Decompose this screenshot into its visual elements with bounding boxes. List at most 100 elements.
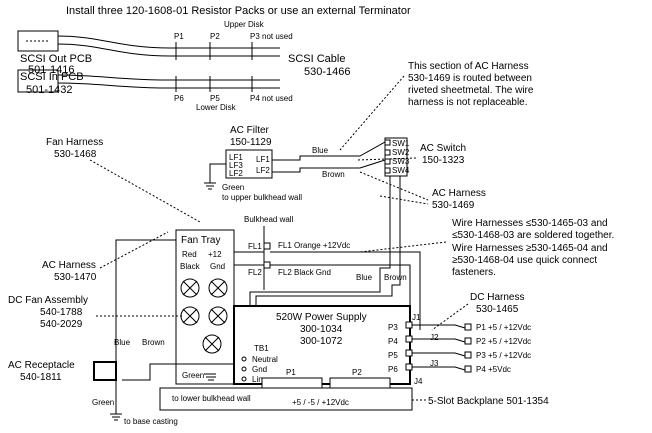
psu-p3: P3: [388, 323, 398, 332]
fl2-wire-label: FL2 Black Gnd: [278, 268, 331, 277]
ac-switch-leader: [357, 157, 417, 161]
psu-gnd: Gnd: [252, 365, 267, 374]
receptacle-green: Green: [92, 398, 114, 407]
dc-j1: J1: [412, 313, 421, 322]
psu-number-2: 300-1072: [300, 336, 343, 347]
ac-harness-1469-title: AC Harness: [432, 188, 486, 199]
ac-switch-sw4: SW4: [392, 166, 410, 175]
psu-connector-p4: [405, 335, 413, 343]
backplane-connector-p1: [261, 377, 323, 389]
filter-switch-brown-wire: [272, 159, 386, 173]
bulkhead-wall-label: Bulkhead wall: [244, 215, 294, 224]
fan-tray-red: Red: [182, 250, 197, 259]
ac-switch-box: [384, 137, 408, 177]
psu-title: 520W Power Supply: [276, 312, 367, 323]
ac-switch-terminal-4: [384, 167, 391, 174]
scsi-in-pcb-box: [17, 69, 59, 93]
ac-filter-lf1: LF1: [229, 153, 243, 162]
fan-icon-4: [208, 306, 228, 326]
psu-number-1: 300-1034: [300, 324, 343, 335]
scsi-cable-label: SCSI Cable: [288, 53, 345, 65]
scsi-in-pcb-number: 501-1432: [26, 84, 73, 96]
psu-connector-p6: [405, 363, 413, 371]
dc-j4: J4: [414, 377, 423, 386]
dc-output-4: P4 +5Vdc: [476, 365, 511, 374]
ac-switch-title: AC Switch: [420, 143, 466, 154]
backplane-p1-label: P1: [286, 368, 296, 377]
dc-wire-2: [412, 338, 466, 343]
fan-harness-title: Fan Harness: [46, 137, 103, 148]
psu-neutral: Neutral: [252, 355, 278, 364]
fl1-wire-label: FL1 Orange +12Vdc: [278, 241, 350, 250]
psu-p5: P5: [388, 351, 398, 360]
fl2-left-label: FL2: [248, 268, 262, 277]
ac-switch-terminal-2: [384, 149, 391, 156]
dc-j3: J3: [430, 359, 439, 368]
scsi-out-pcb-label: SCSI Out PCB: [20, 53, 92, 65]
fan-tray-gnd: Gnd: [210, 262, 225, 271]
psu-wire-brown-label: Brown: [384, 273, 407, 282]
receptacle-brown-wire: [122, 363, 246, 381]
scsi-p3-label: P3 not used: [250, 32, 293, 41]
ac-harness-note-4: harness is not replaceable.: [408, 97, 528, 108]
scsi-cable-number: 530-1466: [304, 66, 351, 78]
scsi-p6-label: P6: [174, 94, 184, 103]
ac-switch-terminal-3: [384, 158, 391, 165]
receptacle-brown-label: Brown: [142, 338, 165, 347]
switch-psu-blue-wire: [249, 176, 391, 355]
ac-switch-sw1: SW1: [392, 139, 410, 148]
dc-out-connector-3: [464, 351, 472, 359]
dc-output-1: P1 +5 / +12Vdc: [476, 323, 531, 332]
dc-fan-title: DC Fan Assembly: [8, 295, 88, 306]
wire-note-2: ≤530-1468-03 are soldered together.: [452, 230, 614, 241]
backplane-p2-label: P2: [352, 368, 362, 377]
wire-note-5: fasteners.: [452, 267, 496, 278]
power-supply-box: [233, 305, 411, 385]
wire-note-3: Wire Harnesses ≥530-1465-04 and: [452, 243, 608, 254]
scsi-p1-label: P1: [174, 32, 184, 41]
fan-tray-plus12: +12: [208, 250, 222, 259]
dc-output-3: P3 +5 / +12Vdc: [476, 351, 531, 360]
fl1-left-label: FL1: [248, 242, 262, 251]
dc-out-connector-1: [464, 323, 472, 331]
fan-harness-number: 530-1468: [54, 149, 97, 160]
backplane-wall-label: to lower bulkhead wall: [172, 394, 251, 403]
scsi-in-pcb-label: SCSI In PCB: [20, 71, 84, 83]
upper-disk-label: Upper Disk: [224, 20, 265, 29]
fan-tray-green: Green: [182, 371, 204, 380]
filter-switch-blue-wire: [272, 141, 386, 161]
ac-filter-lf3: LF3: [229, 161, 243, 170]
wire-note-4: ≥530-1468-04 use quick connect: [452, 255, 597, 266]
ac-filter-ground-wire: [209, 163, 226, 183]
scsi-p4-label: P4 not used: [250, 94, 293, 103]
fan-tray-black: Black: [180, 262, 201, 271]
psu-wire-blue-label: Blue: [356, 273, 373, 282]
ac-switch-number: 150-1323: [422, 155, 465, 166]
receptacle-ground-dest: to base casting: [124, 417, 178, 426]
scsi-cable-lower-1: [57, 74, 280, 81]
ac-receptacle-number: 540-1811: [20, 372, 62, 383]
dc-fan-number-2: 540-2029: [40, 319, 83, 330]
dc-harness-leader: [431, 303, 469, 331]
ac-harness-1470-leader: [99, 231, 169, 269]
ac-harness-1470-number: 530-1470: [54, 272, 97, 283]
scsi-p2-label: P2: [210, 32, 220, 41]
ac-harness-note-3: riveted sheetmetal. The wire: [408, 85, 534, 96]
ac-filter-number: 150-1129: [230, 137, 272, 148]
lower-disk-label: Lower Disk: [196, 103, 237, 112]
scsi-p5-label: P5: [210, 94, 220, 103]
ac-filter-green: Green: [222, 183, 244, 192]
ac-harness-1469-number: 530-1469: [432, 200, 475, 211]
fl1-terminal: [263, 242, 271, 250]
dc-wire-3: [412, 352, 466, 357]
fl2-terminal: [263, 261, 271, 269]
ac-filter-lf2: LF2: [229, 169, 243, 178]
scsi-cable-upper-2: [57, 43, 280, 57]
filter-wire-blue-label: Blue: [312, 146, 329, 155]
dc-fan-number-1: 540-1788: [40, 307, 83, 318]
ac-harness-note-leader: [339, 75, 405, 151]
scsi-out-pcb-number: 501-1416: [28, 64, 75, 76]
fan-icon-5: [202, 334, 222, 354]
receptacle-blue-wire: [115, 239, 176, 370]
backplane-title: 5-Slot Backplane 501-1354: [428, 396, 549, 407]
